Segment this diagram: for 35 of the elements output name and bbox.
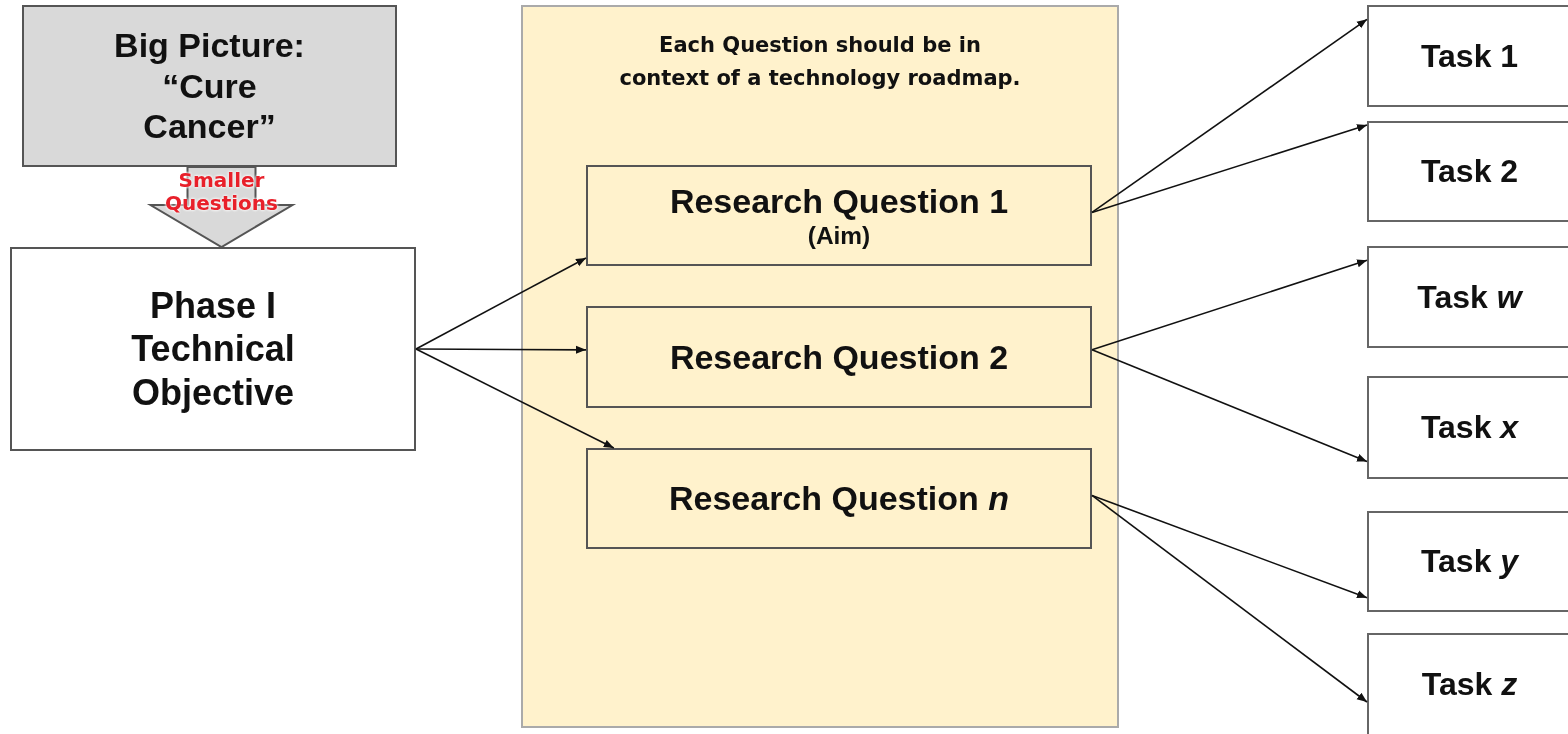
arrow [415, 348, 615, 449]
arrow [1091, 124, 1368, 214]
box-text: Task y [1419, 542, 1520, 581]
arrow [415, 345, 587, 354]
arrow [1091, 259, 1368, 351]
box-text: Task x [1419, 408, 1520, 447]
task-box [1367, 246, 1568, 348]
task-box [1367, 376, 1568, 479]
box-text: Task 1 [1419, 36, 1520, 76]
block-arrow [146, 166, 297, 249]
process-box [22, 5, 397, 167]
process-box [10, 247, 416, 451]
arrow [1091, 18, 1368, 214]
arrow [415, 257, 587, 350]
task-box [1367, 121, 1568, 222]
box-text: Phase I Technical Objective [130, 284, 296, 414]
process-box [586, 306, 1092, 408]
box-text: Research Question n [667, 478, 1011, 519]
process-box [586, 165, 1092, 266]
task-box [1367, 633, 1568, 734]
box-subtext: (Aim) [806, 221, 872, 250]
box-text: Task w [1416, 277, 1524, 317]
arrow [1091, 494, 1368, 599]
box-text: Research Question 2 [668, 336, 1010, 378]
box-text: Research Question 1 [668, 181, 1010, 222]
arrow [1091, 494, 1368, 703]
task-box [1367, 511, 1568, 612]
panel-note: Each Question should be in context of a technology roadmap. [618, 32, 1022, 92]
process-box [586, 448, 1092, 549]
task-box [1367, 5, 1568, 107]
box-text: Task 2 [1419, 152, 1520, 191]
container-panel [521, 5, 1119, 728]
box-text: Big Picture: “Cure Cancer” [113, 24, 306, 148]
box-text: Task z [1420, 665, 1519, 704]
arrow [1091, 349, 1368, 463]
